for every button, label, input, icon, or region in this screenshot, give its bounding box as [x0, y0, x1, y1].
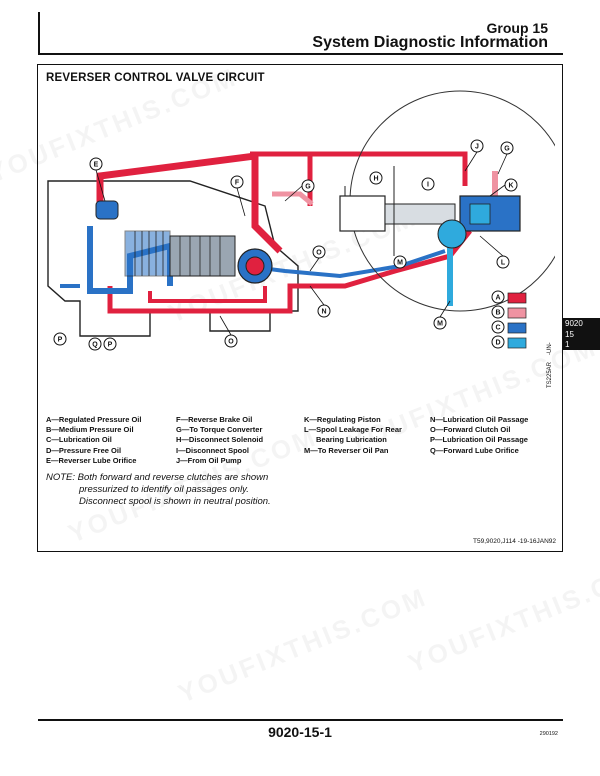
footer-rule	[38, 719, 563, 721]
callout-f: F	[230, 175, 244, 189]
callout-p: P	[53, 332, 67, 346]
note-line: NOTE: Both forward and reverse clutches …	[46, 472, 269, 483]
callout-m: M	[433, 316, 447, 330]
page-number: 9020-15-1	[268, 724, 332, 740]
tab-line: 1	[565, 340, 570, 349]
note-line: Disconnect spool is shown in neutral pos…	[79, 496, 271, 507]
date-code: 290192	[539, 731, 558, 737]
svg-text:B: B	[495, 310, 500, 317]
key-b: B	[491, 305, 505, 319]
legend-item: N—Lubrication Oil Passage	[430, 415, 529, 424]
note-line: pressurized to identify oil passages onl…	[79, 484, 249, 495]
legend-column-2: F—Reverse Brake Oil G—To Torque Converte…	[176, 415, 263, 466]
svg-text:M: M	[437, 321, 443, 328]
watermark: YOUFIXTHIS.COM	[174, 581, 432, 709]
callout-o: O	[224, 334, 238, 348]
legend-item: H—Disconnect Solenoid	[176, 435, 264, 445]
legend-item: Bearing Lubrication	[316, 435, 387, 445]
legend-item: M—To Reverser Oil Pan	[304, 445, 389, 455]
legend-item: I—Disconnect Spool	[176, 445, 249, 455]
callout-e: E	[89, 157, 103, 171]
svg-text:H: H	[373, 176, 378, 183]
callout-n: N	[317, 304, 331, 318]
callout-k: K	[504, 178, 518, 192]
legend-item: Q—Forward Lube Orifice	[430, 445, 519, 455]
svg-text:F: F	[235, 180, 240, 187]
legend-item: E—Reverser Lube Orifice	[46, 455, 137, 465]
header-rule	[38, 12, 40, 54]
legend-column-1: A—Regulated Pressure Oil B—Medium Pressu…	[46, 415, 141, 466]
legend-column-4: N—Lubrication Oil Passage O—Forward Clut…	[430, 415, 528, 456]
callout-g: G	[500, 141, 514, 155]
legend-item: J—From Oil Pump	[176, 455, 242, 465]
callout-p: P	[103, 337, 117, 351]
callout-h: H	[369, 171, 383, 185]
color-key	[507, 292, 527, 349]
legend-item: G—To Torque Converter	[176, 425, 263, 435]
legend-item: P—Lubrication Oil Passage	[430, 435, 528, 445]
legend-item: O—Forward Clutch Oil	[430, 425, 511, 435]
svg-text:I: I	[427, 182, 429, 189]
key-c: C	[491, 320, 505, 334]
svg-text:P: P	[108, 342, 113, 349]
svg-text:G: G	[504, 146, 510, 153]
svg-text:C: C	[495, 325, 500, 332]
figure-title: REVERSER CONTROL VALVE CIRCUIT	[46, 72, 265, 84]
tab-line: 15	[565, 329, 574, 339]
tab-line: 9020	[565, 319, 583, 328]
svg-text:K: K	[508, 183, 513, 190]
callout-i: I	[421, 177, 435, 191]
svg-text:M: M	[397, 260, 403, 267]
side-code: TS225AR	[547, 361, 553, 388]
side-un: -UN-	[547, 342, 553, 355]
callout-o: O	[312, 245, 326, 259]
svg-text:Q: Q	[92, 342, 98, 349]
legend-item: C—Lubrication Oil	[46, 435, 112, 445]
callout-m: M	[393, 255, 407, 269]
legend-item: L—Spool Leakage For Rear	[304, 425, 402, 435]
legend-item: D—Pressure Free Oil	[46, 445, 122, 455]
callout-l: L	[496, 255, 510, 269]
legend-item: F—Reverse Brake Oil	[176, 415, 253, 424]
svg-text:L: L	[501, 260, 506, 267]
note: NOTE: Both forward and reverse clutches …	[46, 472, 271, 508]
svg-text:O: O	[228, 339, 234, 346]
reverser-circuit-diagram: E F G H I J G K O L N M M P Q P O A B C …	[47, 90, 555, 351]
svg-text:D: D	[495, 340, 500, 347]
callout-q: Q	[88, 337, 102, 351]
section-title: System Diagnostic Information	[312, 34, 548, 51]
callout-g: G	[301, 179, 315, 193]
legend-column-3: K—Regulating Piston L—Spool Leakage For …	[304, 415, 402, 456]
section-tab: 9020 15 1	[563, 318, 600, 350]
key-a: A	[491, 290, 505, 304]
svg-text:J: J	[475, 144, 479, 151]
legend-item: K—Regulating Piston	[304, 415, 381, 424]
watermark: YOUFIXTHIS.COM	[404, 551, 600, 679]
svg-text:O: O	[316, 250, 322, 257]
svg-text:G: G	[305, 184, 311, 191]
svg-text:N: N	[321, 309, 326, 316]
figure-frame	[37, 64, 563, 552]
callout-j: J	[470, 139, 484, 153]
header-rule	[38, 53, 563, 55]
svg-text:A: A	[495, 295, 500, 302]
figure-code: T59,9020,J114 -19-16JAN92	[473, 538, 556, 545]
group-label: Group 15	[486, 20, 548, 36]
key-d: D	[491, 335, 505, 349]
legend-item: B—Medium Pressure Oil	[46, 425, 134, 435]
legend-item: A—Regulated Pressure Oil	[46, 415, 142, 424]
svg-text:E: E	[94, 162, 99, 169]
svg-text:P: P	[58, 337, 63, 344]
